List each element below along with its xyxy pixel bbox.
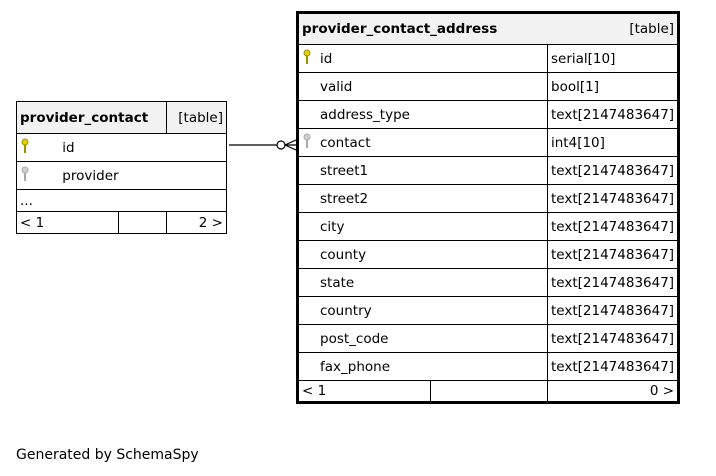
primary-key-icon [20, 138, 38, 158]
nav-spacer [430, 380, 548, 403]
foreign-key-icon [302, 133, 320, 153]
provider-contact-table[interactable]: provider_contact [table] id provider ...… [15, 101, 227, 234]
table-type: [table] [166, 101, 227, 134]
column-cell: id [297, 44, 548, 73]
column-name: fax_phone [320, 358, 391, 375]
table-header: provider_contact [table] [16, 101, 227, 134]
column-row[interactable]: provider [16, 161, 227, 190]
column-type: int4[10] [546, 128, 680, 157]
column-row[interactable]: street1 text[2147483647] [297, 156, 680, 185]
column-name: city [320, 218, 345, 235]
column-row[interactable]: country text[2147483647] [297, 296, 680, 325]
column-row[interactable]: contact int4[10] [297, 128, 680, 157]
column-cell: fax_phone [297, 352, 548, 381]
zero-cardinality-marker [276, 140, 286, 150]
column-type: text[2147483647] [546, 324, 680, 353]
column-cell: street2 [297, 184, 548, 213]
column-name: street2 [320, 190, 369, 207]
parents-count[interactable]: < 1 [15, 211, 120, 234]
table-name[interactable]: provider_contact [16, 101, 167, 134]
ellipsis-row: ... [16, 189, 227, 212]
column-name: street1 [320, 162, 369, 179]
column-row[interactable]: id [16, 133, 227, 162]
column-row[interactable]: address_type text[2147483647] [297, 100, 680, 129]
column-cell: street1 [297, 156, 548, 185]
column-type: text[2147483647] [546, 268, 680, 297]
table-type: [table] [547, 12, 680, 45]
column-type: serial[10] [546, 44, 680, 73]
column-type: text[2147483647] [546, 184, 680, 213]
column-name: country [320, 302, 372, 319]
crowfoot-upper [284, 139, 297, 146]
column-name: contact [320, 134, 371, 151]
parents-count[interactable]: < 1 [296, 380, 432, 403]
column-name: id [62, 139, 75, 156]
column-cell: country [297, 296, 548, 325]
column-name: valid [320, 78, 353, 95]
foreign-key-icon [20, 166, 38, 186]
nav-row: < 1 0 > [296, 380, 680, 403]
column-cell: post_code [297, 324, 548, 353]
column-name: state [320, 274, 355, 291]
column-cell: provider [16, 161, 227, 190]
column-row[interactable]: valid bool[1] [297, 72, 680, 101]
column-row[interactable]: street2 text[2147483647] [297, 184, 680, 213]
column-type: text[2147483647] [546, 100, 680, 129]
ellipsis: ... [16, 189, 227, 212]
column-type: bool[1] [546, 72, 680, 101]
column-name: provider [62, 167, 119, 184]
column-row[interactable]: county text[2147483647] [297, 240, 680, 269]
table-header: provider_contact_address [table] [297, 12, 680, 45]
column-cell: id [16, 133, 227, 162]
column-cell: address_type [297, 100, 548, 129]
column-type: text[2147483647] [546, 296, 680, 325]
table-name[interactable]: provider_contact_address [297, 12, 548, 45]
column-name: address_type [320, 106, 410, 123]
children-count[interactable]: 0 > [546, 380, 680, 403]
nav-row: < 1 2 > [15, 211, 227, 234]
column-cell: contact [297, 128, 548, 157]
column-type: text[2147483647] [546, 156, 680, 185]
column-row[interactable]: post_code text[2147483647] [297, 324, 680, 353]
column-row[interactable]: city text[2147483647] [297, 212, 680, 241]
primary-key-icon [302, 49, 320, 69]
column-row[interactable]: id serial[10] [297, 44, 680, 73]
column-row[interactable]: fax_phone text[2147483647] [297, 352, 680, 381]
column-cell: city [297, 212, 548, 241]
nav-spacer [118, 211, 167, 234]
provider-contact-address-table[interactable]: provider_contact_address [table] id seria… [296, 11, 681, 404]
column-type: text[2147483647] [546, 212, 680, 241]
column-type: text[2147483647] [546, 352, 680, 381]
column-row[interactable]: state text[2147483647] [297, 268, 680, 297]
column-name: county [320, 246, 367, 263]
crowfoot-lower [284, 144, 297, 151]
column-name: id [320, 50, 333, 67]
column-cell: county [297, 240, 548, 269]
column-cell: valid [297, 72, 548, 101]
column-name: post_code [320, 330, 389, 347]
footer-credit: Generated by SchemaSpy [16, 447, 199, 463]
column-type: text[2147483647] [546, 240, 680, 269]
children-count[interactable]: 2 > [166, 211, 227, 234]
column-cell: state [297, 268, 548, 297]
